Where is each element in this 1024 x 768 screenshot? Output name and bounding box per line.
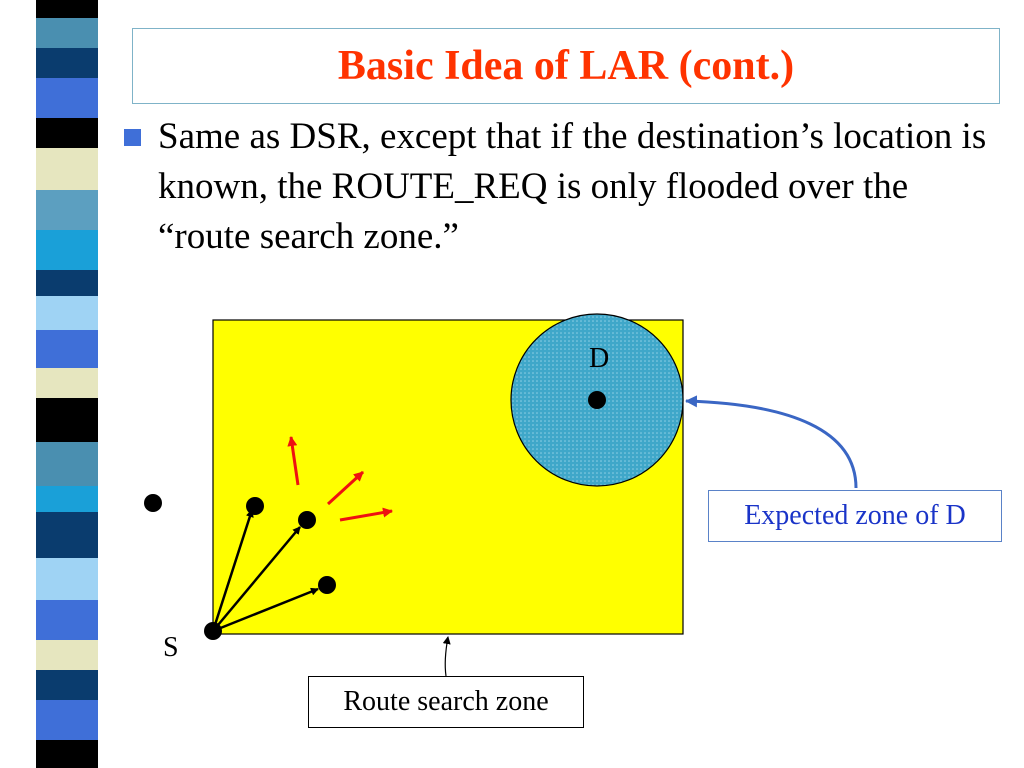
slide-title: Basic Idea of LAR (cont.) (337, 43, 795, 89)
expected-zone-callout: Expected zone of D (708, 490, 1002, 542)
title-box: Basic Idea of LAR (cont.) (132, 28, 1000, 104)
source-label: S (163, 632, 179, 663)
node-outside (144, 494, 162, 512)
route-arrow-3 (212, 587, 319, 633)
route-arrow-2 (212, 526, 301, 632)
stripe-blocks (36, 0, 98, 768)
node-destination (588, 391, 606, 409)
node-2 (298, 511, 316, 529)
route-arrow-1 (211, 509, 254, 632)
bullet-text: Same as DSR, except that if the destinat… (158, 116, 987, 257)
decorative-side-stripe (36, 0, 98, 768)
node-source (204, 622, 222, 640)
bullet-item: Same as DSR, except that if the destinat… (124, 112, 1004, 262)
expected-zone-pointer (685, 395, 858, 489)
forward-arrow-3 (339, 507, 393, 522)
route-zone-pointer (442, 636, 451, 677)
forward-arrow-1 (287, 436, 300, 486)
route-search-zone-callout: Route search zone (308, 676, 584, 728)
node-1 (246, 497, 264, 515)
destination-label: D (589, 343, 610, 374)
bullet-square-icon (124, 129, 141, 146)
node-3 (318, 576, 336, 594)
forward-arrow-2 (326, 470, 365, 506)
